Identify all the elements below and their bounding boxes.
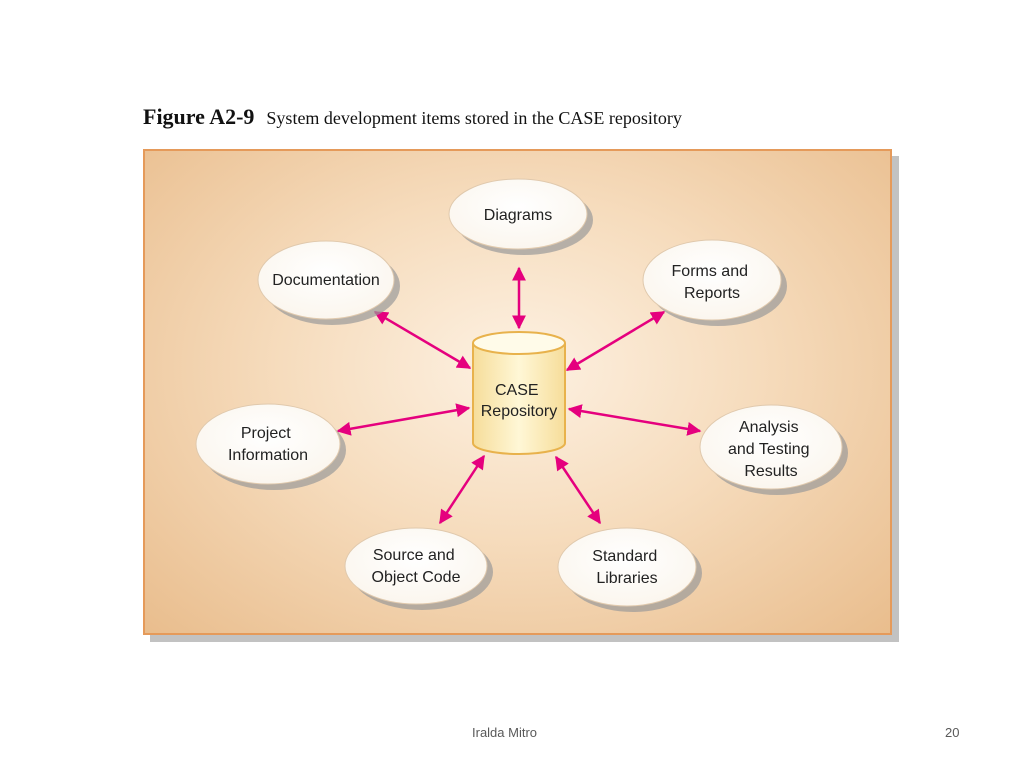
node-project-information: Project Information bbox=[195, 403, 346, 490]
node-ellipse bbox=[699, 404, 843, 490]
node-label: Analysis and Testing Results bbox=[728, 419, 814, 480]
node-label-line-1: Standard bbox=[592, 548, 657, 565]
node-label-line-2: and Testing bbox=[728, 441, 810, 458]
repository-label-line-1: CASE bbox=[495, 382, 539, 399]
node-label: Project Information bbox=[228, 425, 308, 464]
node-ellipse bbox=[257, 240, 395, 320]
node-label-line-2: Reports bbox=[684, 285, 740, 302]
node-forms-and-reports: Forms and Reports bbox=[642, 239, 787, 326]
node-documentation: Documentation bbox=[257, 240, 400, 325]
arrow-standard-libraries bbox=[554, 455, 602, 525]
arrow-project-information bbox=[336, 403, 471, 436]
slide-number: 20 bbox=[945, 725, 960, 740]
node-analysis-and-testing-results: Analysis and Testing Results bbox=[699, 404, 848, 495]
node-source-and-object-code: Source and Object Code bbox=[344, 527, 493, 610]
node-label-line-1: Project bbox=[241, 425, 291, 442]
node-label-line-2: Libraries bbox=[596, 570, 657, 587]
node-label: Diagrams bbox=[484, 207, 552, 224]
repository-label-line-2: Repository bbox=[481, 403, 557, 420]
node-label: Forms and Reports bbox=[672, 263, 753, 302]
arrow-source-object-code bbox=[438, 454, 486, 525]
figure-number: Figure A2-9 bbox=[143, 104, 255, 129]
node-label-line-2: Information bbox=[228, 447, 308, 464]
node-label-line-1: Analysis bbox=[739, 419, 799, 436]
node-label-line-1: Source and bbox=[373, 547, 455, 564]
node-label-line: Diagrams bbox=[484, 207, 552, 224]
case-repository-cylinder: CASE Repository bbox=[472, 331, 566, 455]
repository-label: CASE Repository bbox=[481, 382, 557, 420]
node-label-line: Documentation bbox=[272, 272, 380, 289]
node-ellipse bbox=[195, 403, 341, 485]
cylinder-body bbox=[472, 343, 566, 455]
node-label-line-3: Results bbox=[744, 463, 797, 480]
footer-author: Iralda Mitro bbox=[472, 725, 538, 740]
node-ellipse bbox=[344, 527, 488, 605]
node-standard-libraries: Standard Libraries bbox=[557, 527, 702, 612]
node-label: Documentation bbox=[272, 272, 380, 289]
figure-caption: System development items stored in the C… bbox=[266, 108, 682, 128]
node-label-line-1: Forms and bbox=[672, 263, 748, 280]
node-ellipse bbox=[642, 239, 782, 321]
arrow-documentation bbox=[373, 310, 472, 370]
node-label: Standard Libraries bbox=[592, 548, 661, 587]
figure-title: Figure A2-9 System development items sto… bbox=[143, 104, 682, 130]
arrow-analysis-testing bbox=[567, 404, 702, 436]
node-label-line-2: Object Code bbox=[372, 569, 461, 586]
node-ellipse bbox=[448, 178, 588, 250]
arrows bbox=[336, 266, 702, 525]
node-diagrams: Diagrams bbox=[448, 178, 593, 255]
node-ellipse bbox=[557, 527, 697, 607]
node-label: Source and Object Code bbox=[372, 547, 461, 586]
cylinder-top bbox=[472, 331, 566, 355]
arrow-forms-reports bbox=[565, 310, 666, 372]
